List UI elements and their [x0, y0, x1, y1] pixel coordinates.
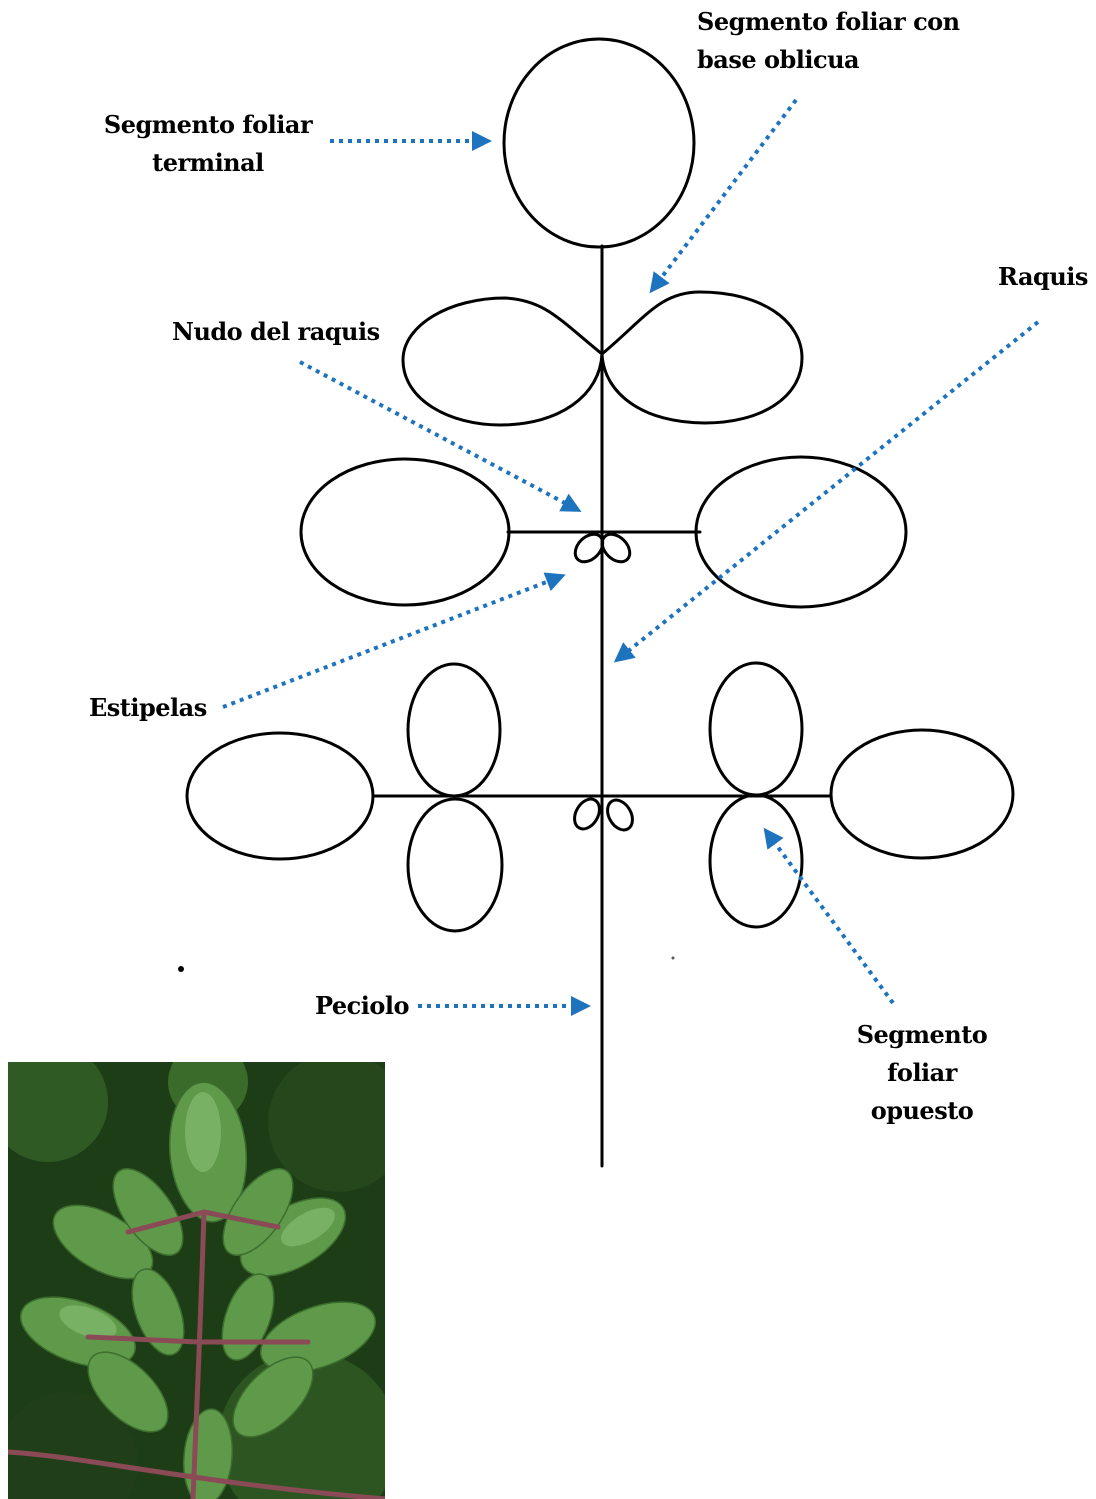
- dotted-arrow-icon: [652, 100, 796, 290]
- label-estipelas: Estipelas: [89, 689, 207, 727]
- leaflet-lower-left-up: [408, 664, 500, 796]
- leaflet-lower-left-down: [408, 799, 502, 931]
- terminal-leaflet: [504, 39, 694, 247]
- label-peciolo: Peciolo: [315, 987, 409, 1025]
- stipel-lower-left: [569, 795, 604, 834]
- leaflet-lower-far-right: [831, 730, 1013, 858]
- dotted-arrow-icon: [300, 362, 578, 510]
- dotted-arrow-icon: [766, 831, 893, 1003]
- leaflet-lower-right-up: [710, 663, 802, 795]
- leaflet-lower-right-down: [710, 795, 802, 927]
- label-segmento-oblicuo: Segmento foliar con base oblicua: [697, 3, 960, 79]
- label-segmento-terminal: Segmento foliar terminal: [100, 106, 316, 182]
- label-nudo-raquis: Nudo del raquis: [172, 313, 380, 351]
- oblique-leaflet-right: [602, 292, 802, 423]
- label-raquis: Raquis: [998, 258, 1088, 296]
- dotted-arrow-icon: [223, 576, 562, 707]
- stipel-lower-right: [602, 796, 637, 835]
- speck: [672, 957, 675, 960]
- oblique-leaflet-left: [403, 298, 602, 425]
- leaflet-lower-far-left: [187, 733, 373, 859]
- speck: [178, 966, 184, 972]
- plant-photo: [8, 1062, 385, 1499]
- leaflet-middle-right: [696, 457, 906, 607]
- label-segmento-opuesto: Segmento foliar opuesto: [840, 1016, 1004, 1130]
- leaflet-middle-left: [301, 459, 509, 605]
- dotted-arrow-icon: [617, 322, 1038, 660]
